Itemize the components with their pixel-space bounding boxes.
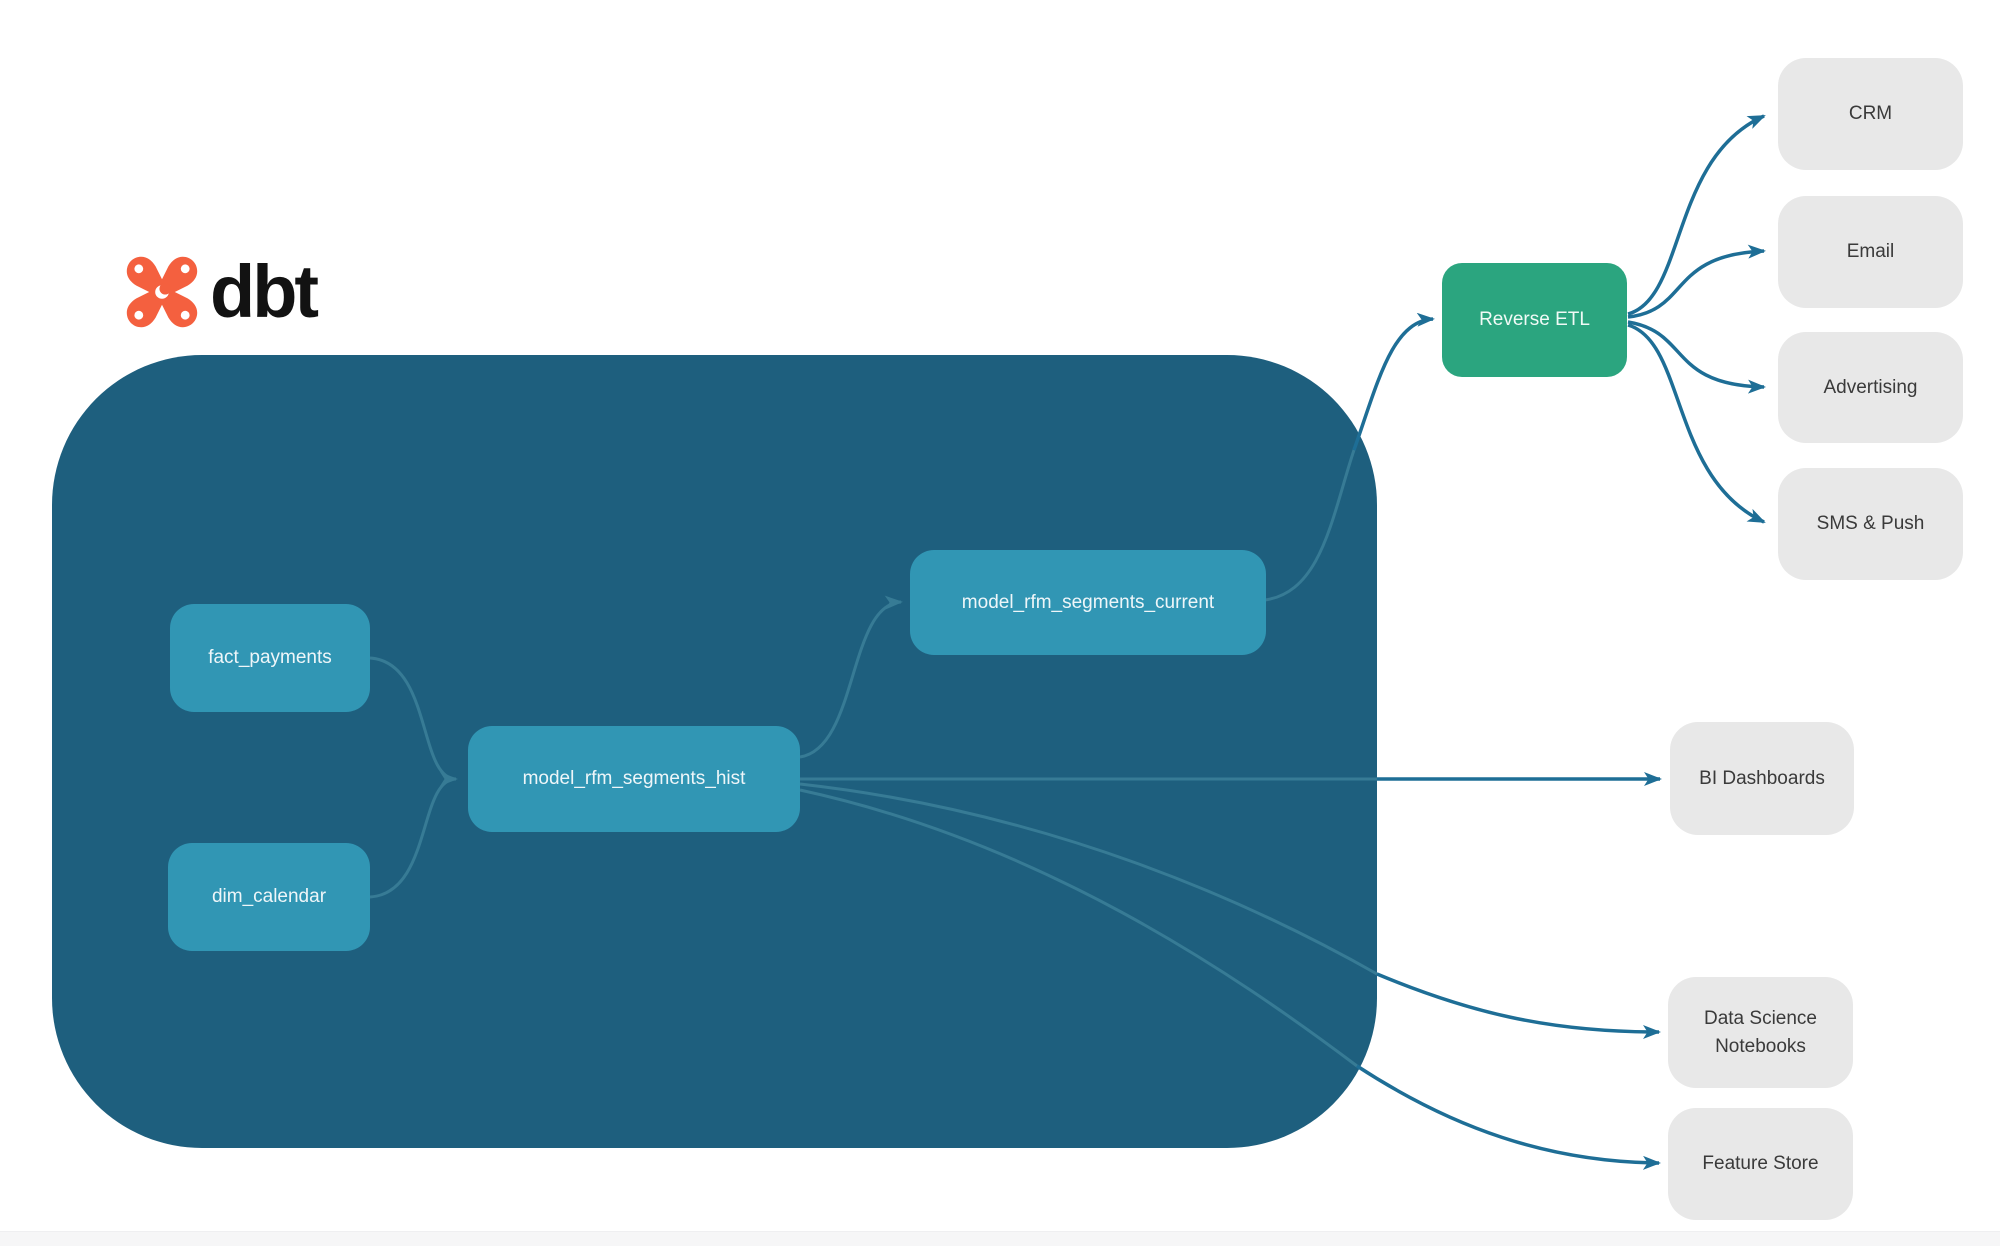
- node-email: Email: [1778, 196, 1963, 308]
- node-fact-payments-label: fact_payments: [208, 647, 332, 668]
- node-model-rfm-segments-hist: model_rfm_segments_hist: [468, 726, 800, 832]
- node-model-rfm-segments-current-label: model_rfm_segments_current: [961, 591, 1215, 613]
- node-crm-label: CRM: [1848, 103, 1893, 125]
- edge-reverse-etl-to-crm: [1627, 114, 1766, 316]
- node-dim-calendar: dim_calendar: [168, 843, 370, 951]
- edge-hist-to-data-science-inner: [799, 782, 1378, 976]
- node-email-label: Email: [1846, 241, 1895, 263]
- dbt-logo: dbt: [122, 250, 319, 333]
- node-bi-dashboards: BI Dashboards: [1670, 722, 1854, 835]
- dbt-logo-icon: [126, 256, 198, 328]
- node-crm: CRM: [1778, 58, 1963, 170]
- node-feature-store-label: Feature Store: [1702, 1153, 1819, 1175]
- node-feature-store: Feature Store: [1668, 1108, 1853, 1220]
- node-data-science-notebooks-label: Data Science Notebooks: [1703, 1007, 1817, 1057]
- node-sms-push: SMS & Push: [1778, 468, 1963, 580]
- edge-reverse-etl-to-advertising: [1627, 320, 1766, 394]
- dbt-wordmark: dbt: [210, 250, 319, 333]
- node-model-rfm-segments-current: model_rfm_segments_current: [910, 550, 1266, 655]
- node-advertising: Advertising: [1778, 332, 1963, 443]
- edge-fact-payments-to-hist: [369, 656, 458, 786]
- node-sms-push-label: SMS & Push: [1816, 513, 1925, 535]
- node-model-rfm-segments-hist-label: model_rfm_segments_hist: [522, 768, 746, 789]
- node-fact-payments: fact_payments: [170, 604, 370, 712]
- edge-current-to-reverse-etl: [1352, 312, 1435, 451]
- edge-dim-calendar-to-hist: [369, 777, 457, 899]
- edge-hist-to-feature-store-inner: [799, 788, 1358, 1068]
- node-reverse-etl-label: Reverse ETL: [1479, 309, 1590, 330]
- footer-band: [0, 1231, 2000, 1246]
- edge-hist-to-data-science-notebooks: [1376, 972, 1661, 1039]
- node-data-science-notebooks: Data Science Notebooks: [1668, 977, 1853, 1088]
- node-reverse-etl: Reverse ETL: [1442, 263, 1627, 377]
- edge-reverse-etl-to-sms-push: [1627, 323, 1766, 524]
- edge-hist-to-current: [799, 595, 903, 759]
- edge-current-to-reverse-etl-inner: [1264, 449, 1356, 602]
- node-bi-dashboards-label: BI Dashboards: [1699, 767, 1825, 789]
- edge-hist-to-feature-store: [1356, 1064, 1661, 1170]
- node-dim-calendar-label: dim_calendar: [211, 886, 327, 907]
- node-advertising-label: Advertising: [1823, 376, 1918, 398]
- edge-reverse-etl-to-email: [1627, 244, 1766, 319]
